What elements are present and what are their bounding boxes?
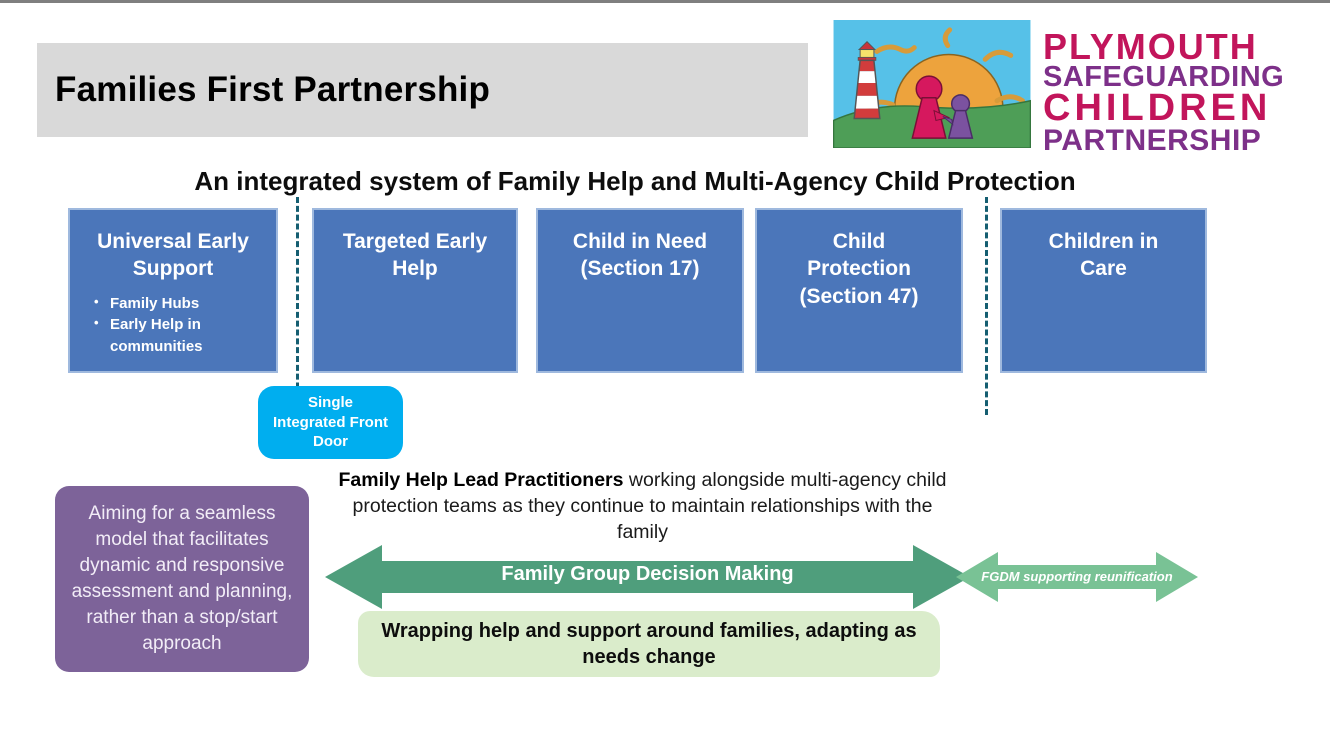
double-arrow-icon bbox=[325, 545, 970, 609]
front-door-label: Single Integrated Front Door bbox=[273, 394, 388, 451]
stage-box-targeted-early-help: Targeted Early Help bbox=[312, 208, 518, 373]
seamless-model-text: Aiming for a seamless model that facilit… bbox=[71, 502, 293, 655]
stage-title: Targeted Early Help bbox=[342, 230, 488, 281]
double-arrow-icon bbox=[956, 552, 1198, 602]
stage-title: Universal Early Support bbox=[97, 230, 249, 281]
single-integrated-front-door-box: Single Integrated Front Door bbox=[258, 386, 403, 459]
top-border-line bbox=[0, 0, 1330, 3]
stage-divider-line bbox=[296, 197, 299, 415]
family-help-practitioners-lead: Family Help Lead Practitioners bbox=[338, 469, 624, 491]
stage-divider-line bbox=[985, 197, 988, 415]
stage-bullet-list: Family Hubs Early Help in communities bbox=[70, 293, 276, 358]
reunification-double-arrow: FGDM supporting reunification bbox=[956, 550, 1198, 604]
logo-illustration-icon bbox=[833, 20, 1031, 148]
wraparound-support-note: Wrapping help and support around familie… bbox=[358, 611, 940, 677]
logo-line-partnership: PARTNERSHIP bbox=[1043, 123, 1262, 157]
stage-box-child-in-need: Child in Need (Section 17) bbox=[536, 208, 744, 373]
logo-wordmark: PLYMOUTH SAFEGUARDING CHILDREN PARTNERSH… bbox=[1043, 26, 1330, 157]
logo-line-plymouth: PLYMOUTH bbox=[1043, 26, 1258, 67]
stage-box-child-protection: Child Protection (Section 47) bbox=[755, 208, 963, 373]
fgdm-double-arrow: Family Group Decision Making bbox=[325, 544, 970, 610]
logo-line-safeguarding: SAFEGUARDING bbox=[1043, 60, 1285, 93]
stage-bullet: Early Help in communities bbox=[94, 314, 228, 358]
stage-title: Child in Need (Section 17) bbox=[572, 230, 708, 281]
page-title: Families First Partnership bbox=[55, 70, 491, 109]
wraparound-support-text: Wrapping help and support around familie… bbox=[381, 620, 917, 668]
title-bar: Families First Partnership bbox=[37, 43, 808, 137]
logo-line-children: CHILDREN bbox=[1043, 87, 1272, 130]
family-help-practitioners-rest: working alongside multi-agency child pro… bbox=[352, 469, 947, 543]
reunification-arrow-label: FGDM supporting reunification bbox=[981, 569, 1173, 584]
stage-box-children-in-care: Children in Care bbox=[1000, 208, 1207, 373]
slide-subtitle: An integrated system of Family Help and … bbox=[194, 166, 1076, 196]
fgdm-arrow-label: Family Group Decision Making bbox=[501, 563, 794, 585]
seamless-model-note: Aiming for a seamless model that facilit… bbox=[55, 486, 309, 672]
stage-bullet: Family Hubs bbox=[94, 293, 228, 315]
family-help-practitioners-note: Family Help Lead Practitioners working a… bbox=[330, 468, 955, 546]
stage-title: Child Protection (Section 47) bbox=[799, 230, 919, 308]
stage-box-universal-early-support: Universal Early Support Family Hubs Earl… bbox=[68, 208, 278, 373]
stage-title: Children in Care bbox=[1048, 230, 1159, 281]
